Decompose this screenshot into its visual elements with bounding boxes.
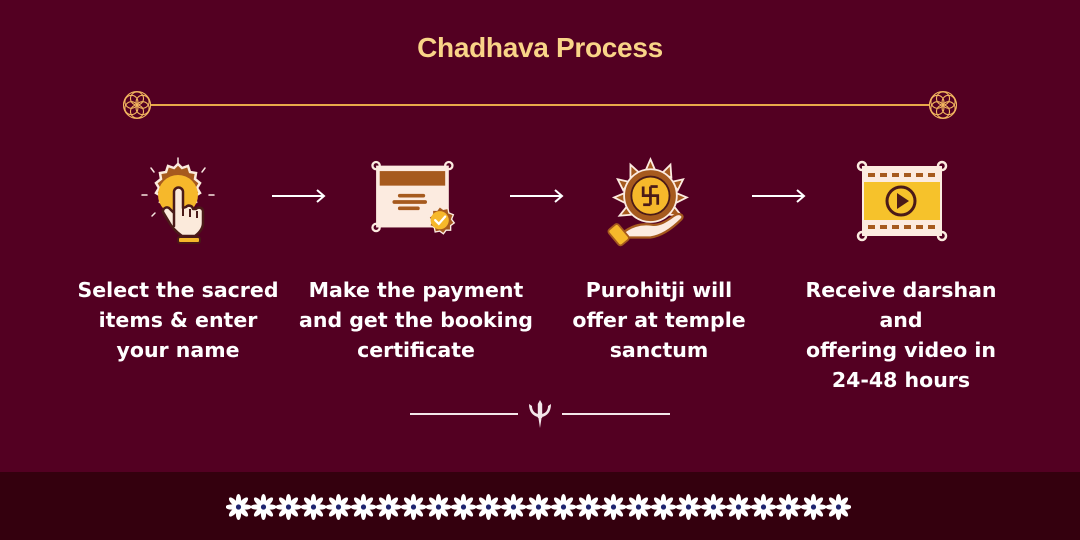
flower-icon	[351, 494, 376, 520]
flower-icon	[301, 494, 326, 520]
flower-icon	[776, 494, 801, 520]
flower-icon	[676, 494, 701, 520]
ornament-line	[410, 413, 518, 415]
flower-icon	[576, 494, 601, 520]
flower-border	[226, 494, 851, 520]
step-line: sanctum	[609, 338, 709, 362]
flower-icon	[501, 494, 526, 520]
page-title: Chadhava Process	[417, 32, 663, 63]
step-line: offering video in	[806, 338, 996, 362]
flower-icon	[251, 494, 276, 520]
swastik-offering-icon	[607, 156, 690, 247]
step-2-text: Make the payment and get the booking cer…	[296, 275, 536, 365]
arrow-right-icon	[510, 189, 564, 203]
rosette-icon	[928, 90, 958, 120]
step-line: certificate	[357, 338, 475, 362]
step-line: Receive darshan and	[805, 278, 997, 332]
flower-icon	[626, 494, 651, 520]
flower-icon	[526, 494, 551, 520]
step-line: 24-48 hours	[831, 368, 971, 392]
flower-icon	[276, 494, 301, 520]
arrow-right-icon	[272, 189, 326, 203]
process-banner: Chadhava Process	[58, 32, 1021, 430]
flower-icon	[751, 494, 776, 520]
step-4-text: Receive darshan and offering video in 24…	[781, 275, 1021, 395]
step-line: items & enter	[98, 308, 258, 332]
flower-icon	[726, 494, 751, 520]
step-3-text: Purohitji will offer at temple sanctum	[539, 275, 779, 365]
flower-icon	[601, 494, 626, 520]
certificate-icon	[371, 160, 456, 235]
bottom-ornament	[408, 398, 672, 430]
arrow-right-icon	[752, 189, 806, 203]
tap-hand-icon	[141, 157, 215, 244]
step-line: offer at temple	[572, 308, 746, 332]
step-line: Select the sacred	[77, 278, 279, 302]
flower-icon	[326, 494, 351, 520]
title-divider	[122, 90, 958, 120]
trishul-icon	[529, 400, 551, 428]
step-line: your name	[116, 338, 240, 362]
flower-icon	[801, 494, 826, 520]
flower-icon	[426, 494, 451, 520]
flower-icon	[476, 494, 501, 520]
flower-icon	[401, 494, 426, 520]
flower-icon	[826, 494, 851, 520]
ornament-line	[562, 413, 670, 415]
flower-icon	[376, 494, 401, 520]
step-line: Purohitji will	[585, 278, 733, 302]
step-line: Make the payment	[308, 278, 524, 302]
flower-icon	[651, 494, 676, 520]
video-film-icon	[856, 160, 948, 242]
flower-icon	[701, 494, 726, 520]
flower-icon	[551, 494, 576, 520]
flower-icon	[451, 494, 476, 520]
divider-line	[150, 104, 930, 106]
rosette-icon	[122, 90, 152, 120]
flower-icon	[226, 494, 251, 520]
step-1-text: Select the sacred items & enter your nam…	[58, 275, 298, 365]
step-line: and get the booking	[299, 308, 533, 332]
